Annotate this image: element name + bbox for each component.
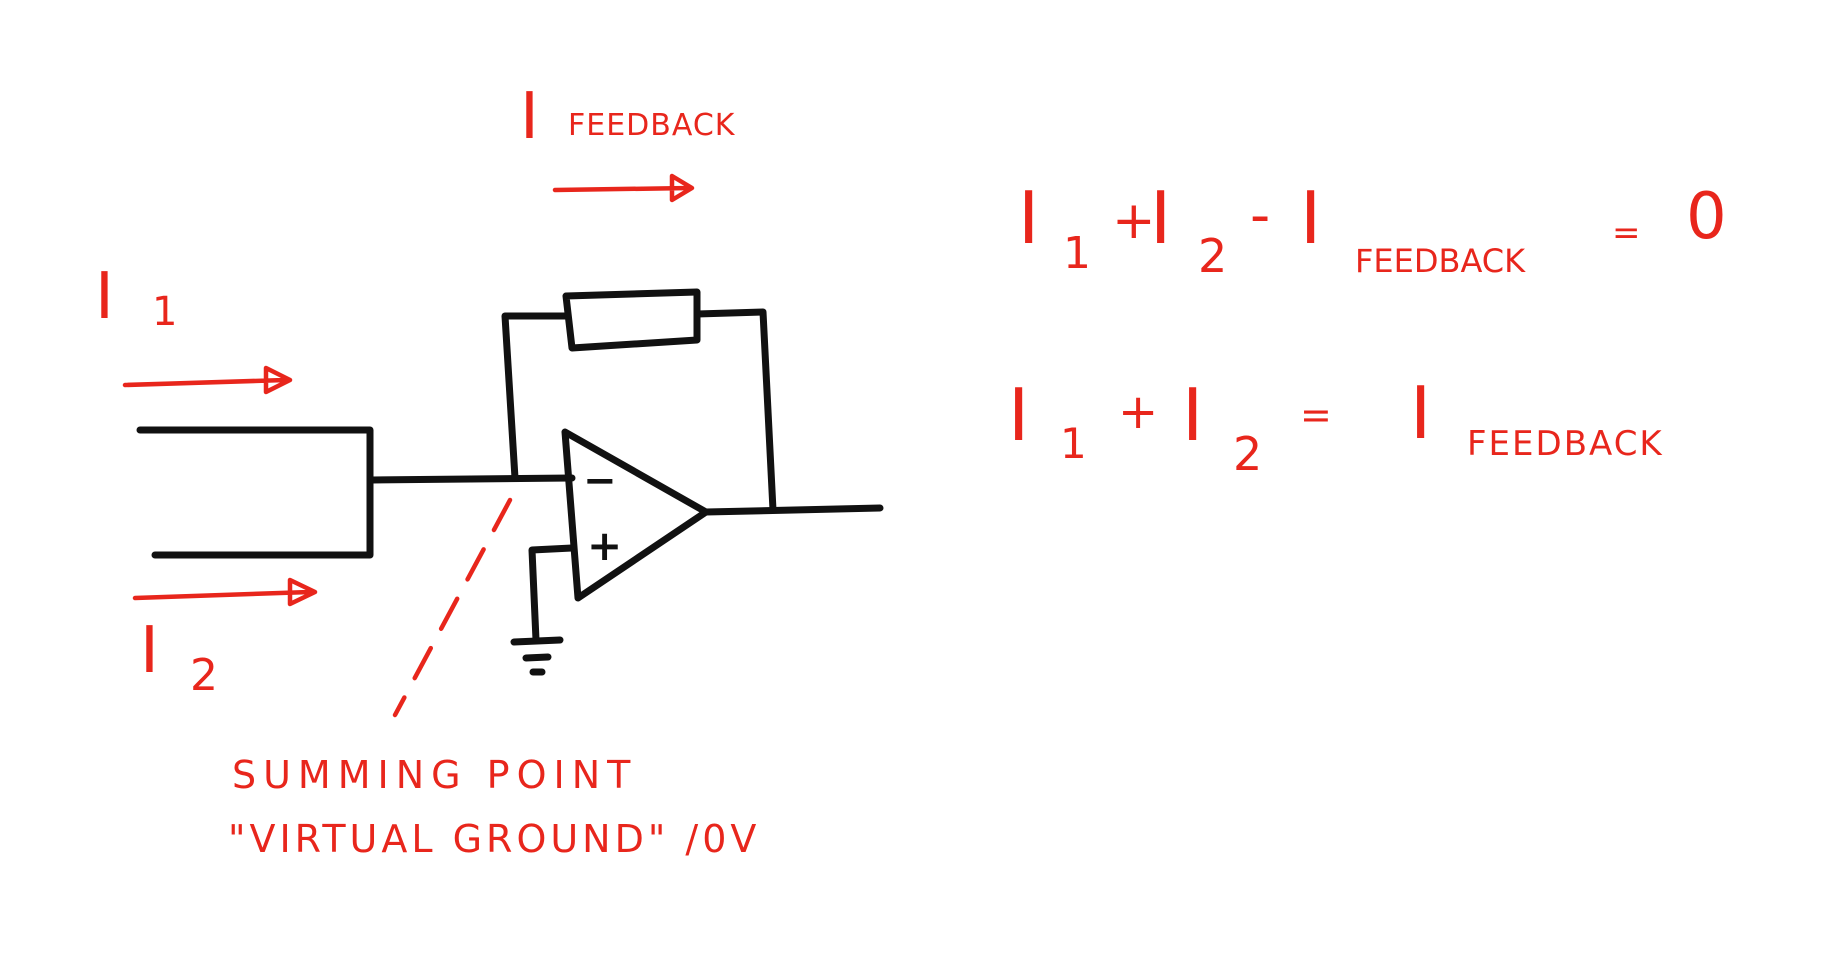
input-wire-2 — [151, 541, 374, 559]
eq2-i1-sub: 1 — [1060, 419, 1087, 468]
eq2-i1-main: I — [1008, 373, 1029, 457]
feedback-resistor — [562, 288, 701, 352]
label-i-feedback-main: I — [520, 80, 539, 154]
eq2-plus: + — [1118, 384, 1158, 440]
summing-pointer — [392, 497, 513, 718]
eq1-ifeedback-sub: FEEDBACK — [1355, 242, 1526, 280]
label-i1-sub: 1 — [152, 289, 177, 335]
summing-point-label: SUMMING POINT — [232, 753, 637, 797]
current-arrows — [122, 173, 695, 718]
eq2-i2-sub: 2 — [1233, 427, 1262, 481]
eq1-i2-sub: 2 — [1198, 229, 1227, 283]
opamp-plus-sign: + — [587, 521, 622, 570]
eq1-i1-sub: 1 — [1063, 228, 1091, 279]
opamp-triangle — [561, 428, 710, 602]
i1-arrow — [122, 365, 293, 395]
feedback-arrow — [552, 173, 695, 203]
eq2-equals: = — [1300, 393, 1332, 437]
label-i-feedback-sub: FEEDBACK — [568, 108, 736, 143]
label-i2-sub: 2 — [190, 650, 218, 701]
eq2-ifeedback-sub: FEEDBACK — [1467, 424, 1664, 464]
eq2-ifeedback-main: I — [1410, 371, 1431, 455]
feedback-wire-right — [693, 308, 777, 514]
summing-wire — [368, 474, 576, 484]
equation-2: I 1 + I 2 = I FEEDBACK — [1008, 371, 1664, 481]
output-wire — [702, 504, 884, 516]
equation-1: I 1 + I 2 - I FEEDBACK = 0 — [1018, 176, 1727, 283]
eq1-i2-main: I — [1150, 176, 1171, 260]
eq1-minus: - — [1250, 183, 1270, 248]
ground-symbol — [510, 636, 564, 676]
ground-wire — [528, 544, 576, 644]
i2-arrow — [132, 577, 318, 607]
circuit: − + — [136, 288, 884, 676]
feedback-wire-left — [501, 312, 570, 482]
eq1-plus: + — [1112, 191, 1156, 251]
label-i-feedback: I FEEDBACK — [520, 80, 736, 154]
opamp-minus-sign: − — [583, 458, 617, 504]
label-i2-main: I — [140, 614, 159, 688]
virtual-ground-label: "VIRTUAL GROUND" /0V — [228, 817, 760, 861]
input-wire-1 — [136, 426, 374, 549]
label-i2: I 2 — [140, 614, 218, 701]
eq1-ifeedback-main: I — [1300, 176, 1321, 260]
label-i1-main: I — [95, 260, 114, 334]
eq2-i2-main: I — [1182, 373, 1203, 457]
eq1-rhs: 0 — [1686, 180, 1727, 254]
eq1-equals: = — [1612, 213, 1641, 253]
eq1-i1-main: I — [1018, 176, 1039, 260]
label-i1: I 1 — [95, 260, 177, 335]
